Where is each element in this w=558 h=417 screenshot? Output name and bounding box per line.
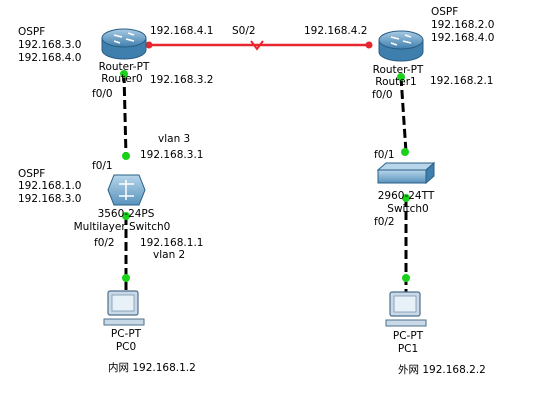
serial-link-endpoint-router1 bbox=[365, 41, 373, 49]
ethernet-link-router1-switch0[interactable] bbox=[399, 76, 408, 153]
serial-port-label: S0/2 bbox=[232, 25, 256, 37]
router1-ip-lan: 192.168.2.1 bbox=[430, 75, 493, 87]
switch0-port-f0-1: f0/1 bbox=[374, 149, 395, 161]
router-top bbox=[101, 28, 147, 48]
link-up-dot bbox=[122, 274, 130, 282]
ethernet-link-router0-mlswitch[interactable] bbox=[122, 73, 128, 157]
router0[interactable] bbox=[101, 28, 147, 60]
pc0-name: PC0 bbox=[116, 341, 136, 353]
router0-port-f0-0: f0/0 bbox=[92, 88, 113, 100]
mlswitch-model: 3560-24PS bbox=[98, 208, 155, 220]
router1[interactable] bbox=[378, 30, 424, 62]
pc0-caption: 内网 192.168.1.2 bbox=[108, 361, 196, 374]
router-arrows-icon bbox=[113, 32, 135, 44]
switch0-port-f0-2: f0/2 bbox=[374, 216, 395, 228]
link-up-dot bbox=[397, 73, 405, 81]
link-up-dot bbox=[402, 194, 410, 202]
router1-model: Router-PT bbox=[373, 64, 424, 76]
router1-port-f0-0: f0/0 bbox=[372, 89, 393, 101]
router0-name: Router0 bbox=[101, 73, 142, 85]
link-up-dot bbox=[120, 70, 128, 78]
mlswitch-port-f0-1: f0/1 bbox=[92, 160, 113, 172]
pc1-name: PC1 bbox=[398, 343, 418, 355]
router0-ip-wan: 192.168.4.1 bbox=[150, 25, 213, 37]
router0-ospf-net1: 192.168.3.0 bbox=[18, 39, 81, 51]
mlswitch-name: Multilayer Switch0 bbox=[74, 221, 171, 233]
mlswitch-vlan-up: vlan 3 bbox=[158, 133, 190, 145]
mlswitch-ospf-title: OSPF bbox=[18, 168, 45, 180]
pc-keyboard-icon bbox=[385, 319, 427, 327]
router-top bbox=[378, 30, 424, 50]
multilayer-switch0[interactable] bbox=[107, 174, 146, 206]
pc-screen bbox=[111, 294, 135, 312]
switch-top bbox=[376, 162, 436, 171]
router1-ospf-net1: 192.168.2.0 bbox=[431, 19, 494, 31]
serial-link-zigzag bbox=[250, 40, 264, 51]
pc0[interactable] bbox=[103, 290, 145, 326]
mlswitch-ospf-net1: 192.168.1.0 bbox=[18, 180, 81, 192]
pc-screen bbox=[393, 295, 417, 313]
switch0-model: 2960-24TT bbox=[378, 190, 435, 202]
pc0-model: PC-PT bbox=[111, 328, 142, 340]
pc1-caption: 外网 192.168.2.2 bbox=[398, 364, 486, 376]
switch-icon bbox=[377, 169, 427, 184]
mlswitch-ospf-net2: 192.168.3.0 bbox=[18, 193, 81, 205]
mlswitch-vlan-down: vlan 2 bbox=[153, 249, 185, 261]
mlswitch-ip-up: 192.168.3.1 bbox=[140, 149, 203, 161]
link-up-dot bbox=[402, 274, 410, 282]
switch0[interactable] bbox=[376, 161, 436, 185]
switch-arrows-icon bbox=[119, 180, 134, 200]
router0-ospf-title: OSPF bbox=[18, 26, 45, 38]
router1-name: Router1 bbox=[375, 76, 416, 88]
router1-ospf-net2: 192.168.4.0 bbox=[431, 32, 494, 44]
pc-keyboard-icon bbox=[103, 318, 145, 326]
router-arrows-icon bbox=[390, 34, 412, 46]
switch0-name: Switch0 bbox=[387, 203, 428, 215]
link-up-dot bbox=[122, 152, 130, 160]
mlswitch-ip-down: 192.168.1.1 bbox=[140, 237, 203, 249]
pc1-model: PC-PT bbox=[393, 330, 424, 342]
mlswitch-port-f0-2: f0/2 bbox=[94, 237, 115, 249]
router0-ospf-net2: 192.168.4.0 bbox=[18, 52, 81, 64]
router1-ospf-title: OSPF bbox=[431, 6, 458, 18]
link-up-dot bbox=[122, 212, 130, 220]
router0-ip-lan: 192.168.3.2 bbox=[150, 74, 213, 86]
router1-ip-wan: 192.168.4.2 bbox=[304, 25, 367, 37]
pc1[interactable] bbox=[385, 291, 427, 327]
router0-model: Router-PT bbox=[99, 61, 150, 73]
link-up-dot bbox=[401, 148, 409, 156]
serial-link-endpoint-router0 bbox=[145, 41, 153, 49]
